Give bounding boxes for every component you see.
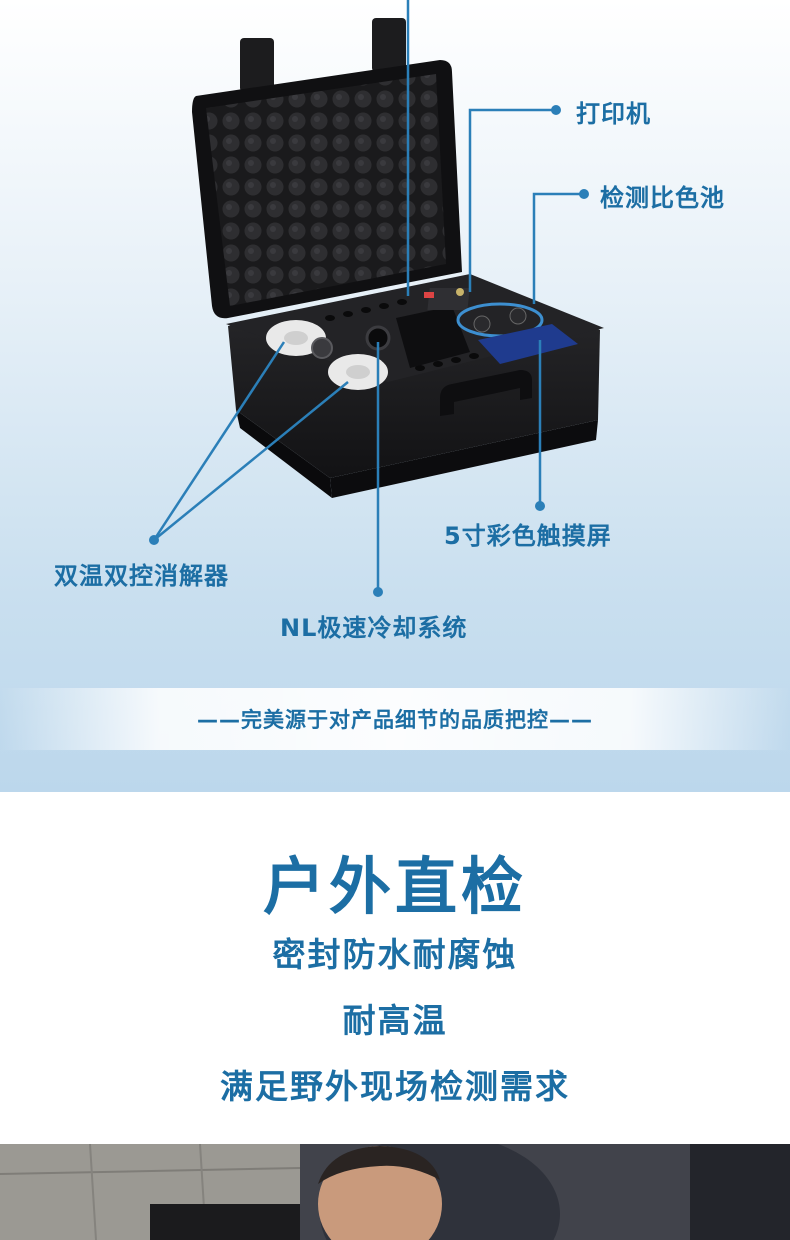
feature-field-testing: 满足野外现场检测需求: [220, 1067, 570, 1106]
product-feature-panel: 打印机 检测比色池 5寸彩色触摸屏 双温双控消解器 NL极速冷却系统 ——完美源…: [0, 0, 790, 792]
instrument-case-illustration: [149, 0, 604, 597]
storage-compartment: [396, 306, 470, 368]
feature-heat-resistant: 耐高温: [342, 1001, 448, 1040]
case-in-photo: [150, 1204, 300, 1240]
digester-label: 双温双控消解器: [54, 562, 229, 590]
case-latch-right: [372, 18, 406, 72]
outdoor-testing-section: 户外直检 密封防水耐腐蚀 耐高温 满足野外现场检测需求: [0, 792, 790, 1144]
touchscreen-label: 5寸彩色触摸屏: [444, 522, 612, 550]
field-use-photo: [0, 1144, 790, 1240]
section-title: 户外直检: [262, 850, 527, 923]
callout-dots: [149, 105, 589, 597]
lid-foam-padding: [206, 74, 446, 306]
cuvette-label: 检测比色池: [600, 184, 725, 212]
fan-vent: [311, 337, 333, 359]
field-photo-illustration: [0, 1144, 790, 1240]
touch-screen-display: [478, 324, 578, 364]
case-handle: [440, 370, 532, 416]
quality-tagline: ——完美源于对产品细节的品质把控——: [197, 708, 593, 732]
printer-label: 打印机: [576, 100, 651, 128]
tube-wells: [325, 299, 479, 371]
power-indicator: [424, 292, 434, 298]
cooling-system-label: NL极速冷却系统: [280, 614, 468, 642]
callout-lines: [152, 0, 584, 592]
feature-waterproof: 密封防水耐腐蚀: [272, 935, 518, 974]
tagline-band: ——完美源于对产品细节的品质把控——: [0, 688, 790, 750]
case-latch-left: [240, 38, 274, 92]
